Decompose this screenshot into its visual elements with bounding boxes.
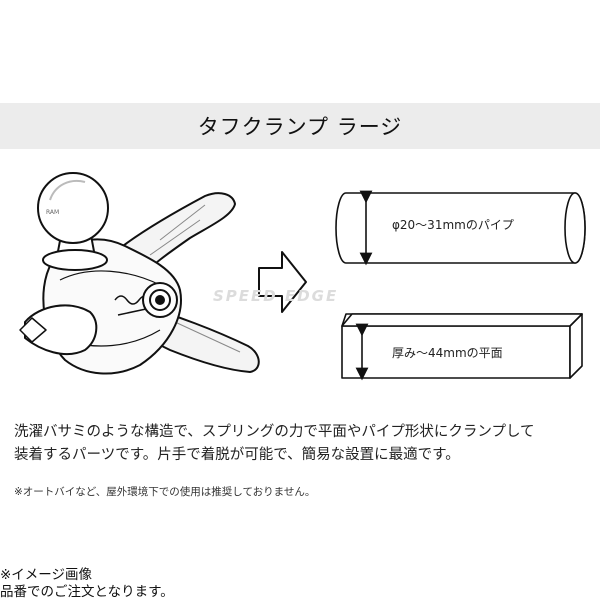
- footer-line-1: ※イメージ画像: [0, 567, 93, 583]
- page-title: タフクランプ ラージ: [197, 115, 403, 139]
- pipe-label: φ20～31mmのパイプ: [392, 218, 514, 232]
- description-line-2: 装着するパーツです。片手で着脱が可能で、簡易な設置に最適です。: [14, 447, 460, 463]
- description: 洗濯バサミのような構造で、スプリングの力で平面やパイプ形状にクランプして 装着す…: [14, 421, 589, 467]
- footer-line-2: 品番でのご注文となります。: [0, 584, 174, 600]
- pipe-diagram: [335, 190, 586, 266]
- title-band: タフクランプ ラージ: [0, 103, 600, 149]
- watermark: SPEED EDGE: [213, 287, 339, 305]
- flat-label: 厚み～44mmの平面: [392, 346, 503, 360]
- svg-text:RAM: RAM: [46, 209, 59, 216]
- usage-note: ※オートバイなど、屋外環境下での使用は推奨しておりません。: [14, 486, 316, 498]
- clamp-illustration: RAM: [19, 172, 260, 375]
- footer: ※イメージ画像 品番でのご注文となります。: [0, 567, 174, 601]
- description-line-1: 洗濯バサミのような構造で、スプリングの力で平面やパイプ形状にクランプして: [14, 424, 535, 440]
- right-arrow-icon: [258, 251, 307, 313]
- flat-board-diagram: [341, 313, 583, 381]
